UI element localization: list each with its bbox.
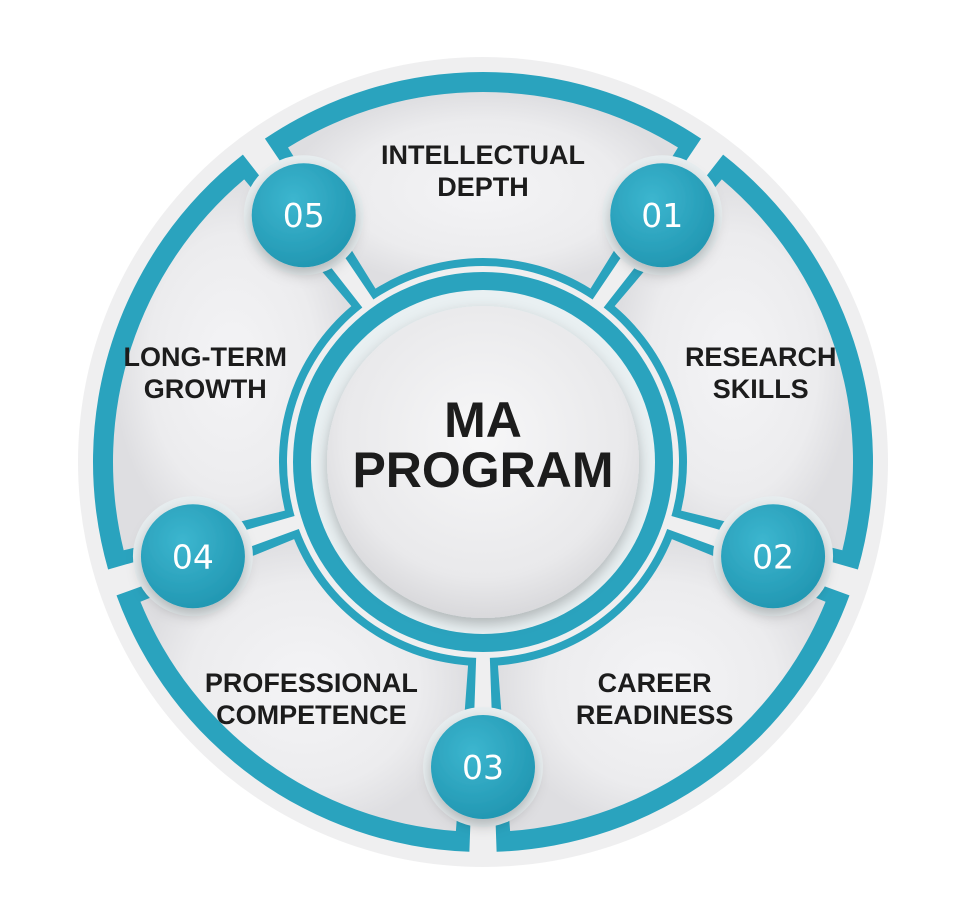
number-bubble-circle-3: [431, 715, 535, 819]
segment-fill-3: [497, 539, 826, 832]
number-bubble-circle-1: [610, 163, 715, 268]
segment-label-line1-1: INTELLECTUAL: [381, 140, 585, 170]
number-bubble-3: 03: [423, 707, 543, 827]
segment-label-line1-2: RESEARCH: [685, 342, 837, 372]
segment-label-line2-4: COMPETENCE: [216, 700, 407, 730]
number-label-4: 04: [172, 537, 214, 576]
center-disc: MA PROGRAM: [293, 272, 673, 652]
number-bubble-4: 04: [132, 496, 253, 617]
center-title-line1: MA: [444, 392, 522, 448]
segment-label-line2-5: GROWTH: [144, 374, 267, 404]
segment-fill-1: [288, 91, 678, 289]
segment-fill-4: [140, 539, 469, 832]
number-bubble-circle-5: [251, 163, 356, 268]
segment-label-line2-3: READINESS: [576, 700, 734, 730]
center-fill: [327, 306, 639, 618]
number-bubble-5: 05: [243, 155, 364, 276]
segment-label-line1-4: PROFESSIONAL: [205, 668, 418, 698]
number-bubble-circle-4: [140, 504, 245, 609]
number-label-5: 05: [283, 196, 325, 235]
number-bubble-circle-2: [721, 504, 826, 609]
number-bubble-2: 02: [713, 496, 834, 617]
number-bubble-1: 01: [602, 155, 723, 276]
segment-label-line1-3: CAREER: [598, 668, 712, 698]
number-label-2: 02: [752, 537, 794, 576]
number-label-3: 03: [462, 748, 504, 787]
center-title-line2: PROGRAM: [352, 442, 613, 498]
segment-label-line2-1: DEPTH: [437, 172, 529, 202]
number-label-1: 01: [641, 196, 683, 235]
segment-label-line2-2: SKILLS: [713, 374, 809, 404]
bubbles-layer: 01 02 03 04 05: [132, 155, 834, 827]
segment-label-line1-5: LONG-TERM: [124, 342, 287, 372]
